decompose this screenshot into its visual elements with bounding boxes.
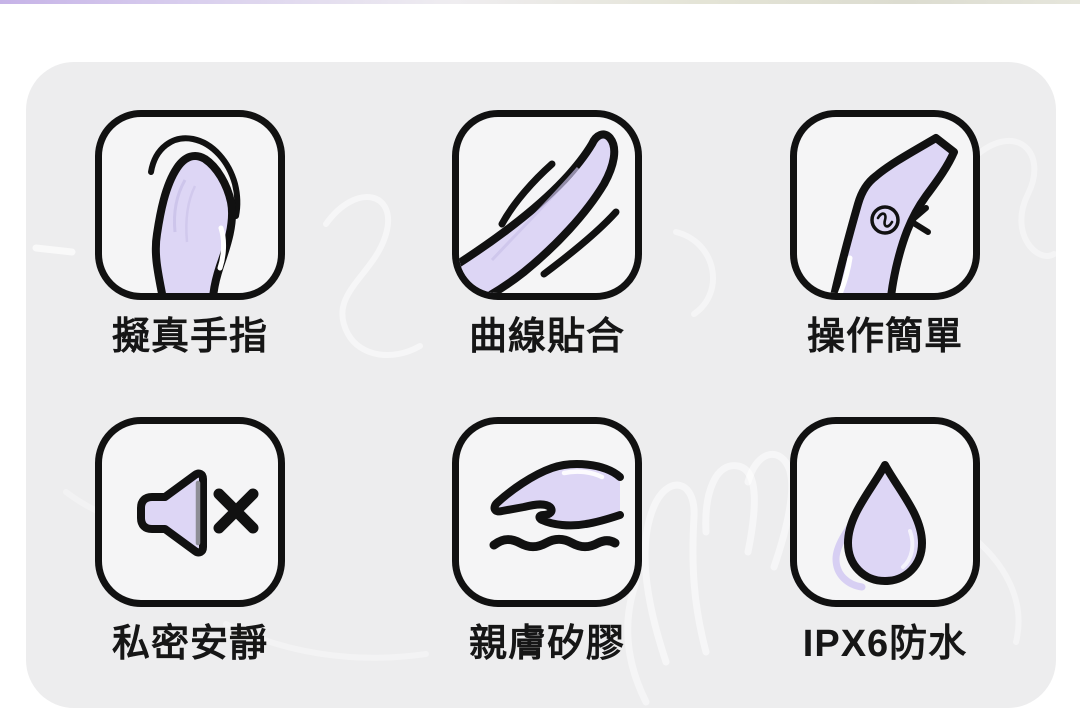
feature-label: 操作簡單 <box>806 316 963 358</box>
feature-easy-operation: 操作簡單 <box>765 110 1005 360</box>
feature-waterproof: IPX6防水 <box>765 417 1005 667</box>
feature-label: 親膚矽膠 <box>468 623 625 665</box>
feature-realistic-finger: 擬真手指 <box>70 110 310 360</box>
features-card: 擬真手指 曲線貼合 <box>26 62 1056 708</box>
icon-tile <box>790 110 980 300</box>
feature-curve-fit: 曲線貼合 <box>427 110 667 360</box>
feature-skin-friendly: 親膚矽膠 <box>427 417 667 667</box>
icon-tile <box>452 417 642 607</box>
feature-quiet: 私密安靜 <box>70 417 310 667</box>
hand-touch-icon <box>489 460 624 552</box>
curved-wand-icon <box>459 130 620 293</box>
top-edge-strip <box>0 0 1080 4</box>
icon-tile <box>95 417 285 607</box>
device-button-icon <box>830 134 958 293</box>
feature-label: 擬真手指 <box>111 316 268 358</box>
water-drop-icon <box>832 461 926 591</box>
icon-tile <box>452 110 642 300</box>
finger-icon <box>148 135 241 293</box>
feature-label: 私密安靜 <box>111 623 268 665</box>
feature-label: IPX6防水 <box>802 623 968 665</box>
feature-label: 曲線貼合 <box>468 316 625 358</box>
icon-tile <box>95 110 285 300</box>
muted-speaker-icon <box>137 469 259 557</box>
icon-tile <box>790 417 980 607</box>
